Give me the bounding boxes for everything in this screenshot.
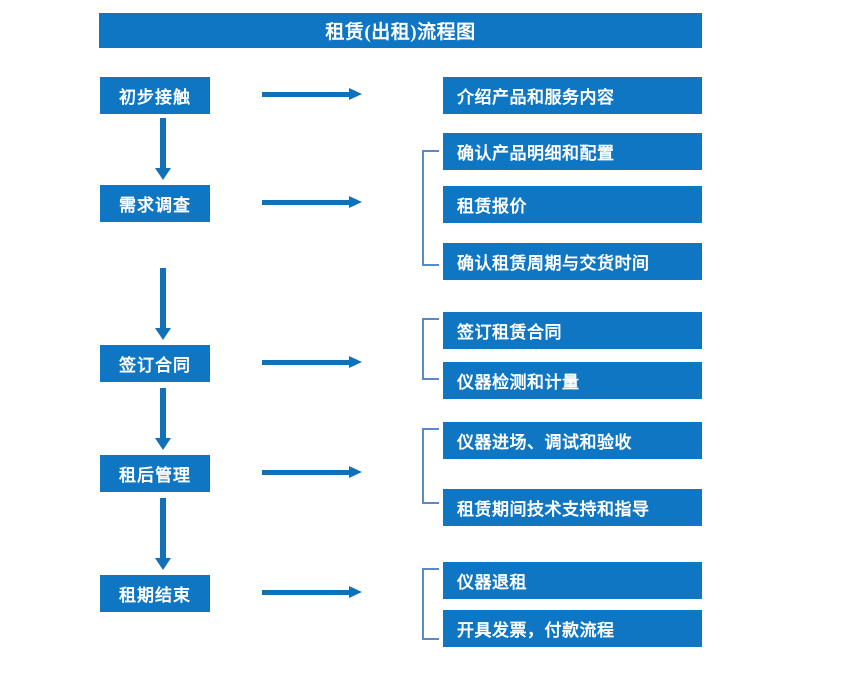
arrow-head-icon [155,438,171,450]
arrow-head-icon [155,168,171,180]
chart-title: 租赁(出租)流程图 [99,13,702,48]
arrow-shaft [262,470,350,475]
arrow-shaft [160,118,166,168]
stage-box-需求调查[interactable]: 需求调查 [100,185,210,222]
arrow-shaft [160,388,166,438]
detail-box-确认产品明细和配置[interactable]: 确认产品明细和配置 [443,133,702,170]
arrow-head-icon [155,328,171,340]
detail-arrow-4 [262,464,362,482]
group-bracket-签订合同 [422,318,439,380]
detail-box-确认租赁周期与交货时间[interactable]: 确认租赁周期与交货时间 [443,243,702,280]
arrow-shaft [262,200,350,205]
arrow-head-icon [155,558,171,570]
detail-box-仪器退租[interactable]: 仪器退租 [443,562,702,599]
arrow-shaft [160,268,166,328]
stage-box-租期结束[interactable]: 租期结束 [100,575,210,612]
group-bracket-租后管理 [422,428,439,504]
arrow-head-icon [349,88,362,100]
group-bracket-租期结束 [422,568,439,640]
group-bracket-需求调查 [422,150,439,266]
arrow-head-icon [349,586,362,598]
arrow-head-icon [349,466,362,478]
detail-arrow-5 [262,584,362,602]
detail-box-仪器进场调试和验收[interactable]: 仪器进场、调试和验收 [443,422,702,459]
detail-box-介绍产品和服务内容[interactable]: 介绍产品和服务内容 [443,77,702,114]
arrow-shaft [262,360,350,365]
detail-box-租赁报价[interactable]: 租赁报价 [443,186,702,223]
detail-box-租赁期间技术支持和指导[interactable]: 租赁期间技术支持和指导 [443,489,702,526]
detail-arrow-1 [262,86,362,104]
detail-box-签订租赁合同[interactable]: 签订租赁合同 [443,312,702,349]
detail-arrow-2 [262,194,362,212]
arrow-head-icon [349,356,362,368]
stage-box-签订合同[interactable]: 签订合同 [100,345,210,382]
arrow-shaft [262,92,350,97]
stage-box-初步接触[interactable]: 初步接触 [100,77,210,114]
arrow-shaft [160,498,166,558]
detail-box-开具发票付款流程[interactable]: 开具发票，付款流程 [443,610,702,647]
detail-arrow-3 [262,354,362,372]
detail-box-仪器检测和计量[interactable]: 仪器检测和计量 [443,362,702,399]
arrow-shaft [262,590,350,595]
stage-box-租后管理[interactable]: 租后管理 [100,455,210,492]
arrow-head-icon [349,196,362,208]
